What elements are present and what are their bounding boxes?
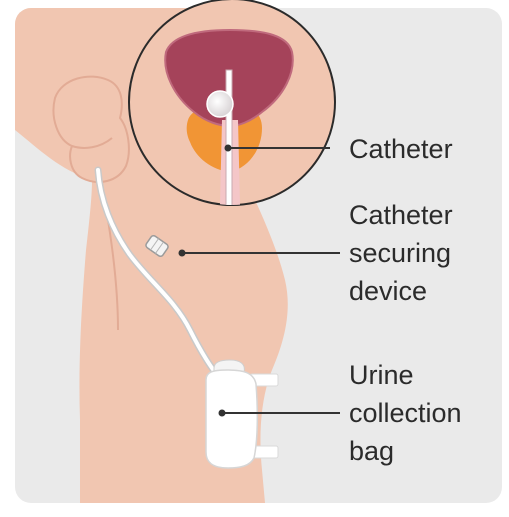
urine-collection-bag [206,370,257,468]
catheter-balloon [207,91,233,117]
securing-device-label-line-3: device [349,276,427,306]
securing-device-label-line-2: securing [349,238,451,268]
collection-bag-label-line-2: collection [349,398,462,428]
catheter-label: Catheter [349,134,453,164]
securing-device-label-line-1: Catheter [349,200,453,230]
collection-bag-label-line-3: bag [349,436,394,466]
catheter-leader-dot [226,146,231,151]
bag-leader-dot [220,411,225,416]
collection-bag-label-line-1: Urine [349,360,414,390]
catheter-tube-internal [226,70,232,210]
securing-device-leader-dot [180,251,185,256]
